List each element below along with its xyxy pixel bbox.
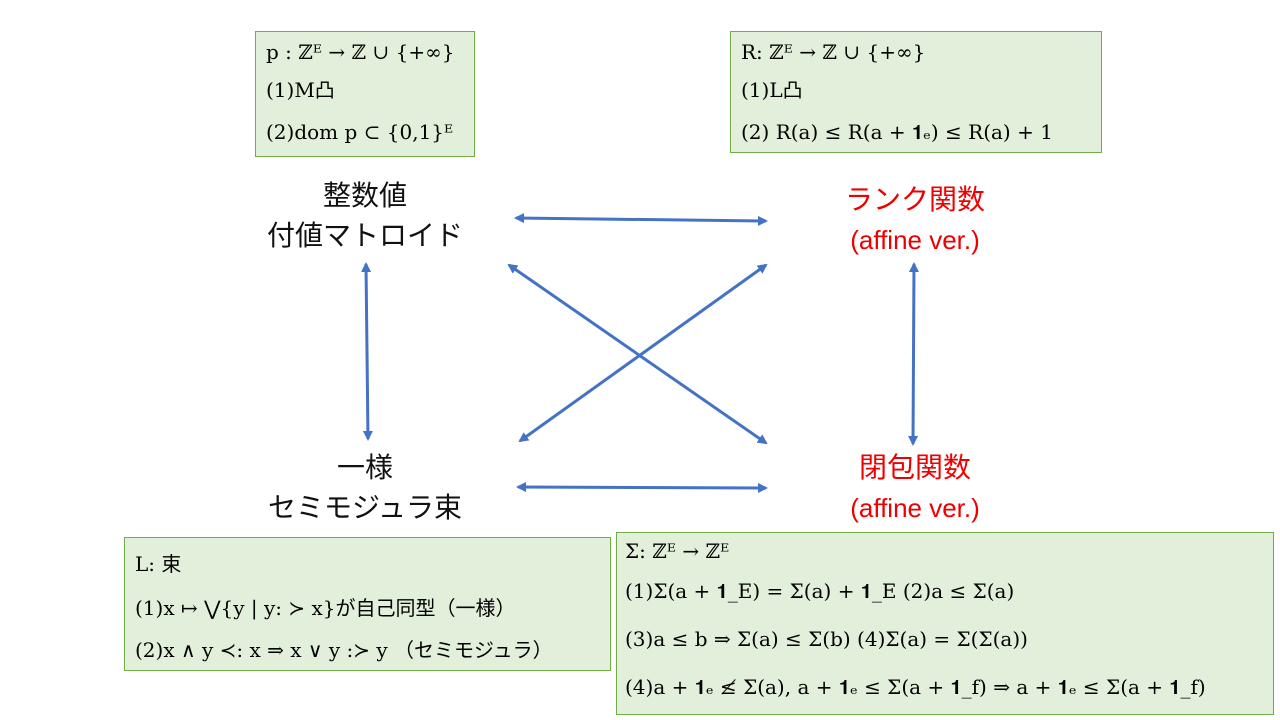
node-label-line2: 付値マトロイド — [266, 219, 463, 252]
box-line: (2) R(a) ≤ R(a + 𝟏ₑ) ≤ R(a) + 1 — [741, 120, 1053, 144]
box-line: (1)L凸 — [741, 78, 803, 102]
node-label-line1: ランク関数 — [844, 183, 985, 216]
box-line: (1)M凸 — [266, 78, 335, 102]
arrow-lattice-closure — [516, 482, 768, 493]
box-line: (3)a ≤ b ⇒ Σ(a) ≤ Σ(b) (4)Σ(a) = Σ(Σ(a)) — [625, 627, 1028, 651]
box-line: (2)dom p ⊂ {0,1}ᴱ — [266, 120, 454, 144]
node-label-line1: 閉包関数 — [858, 451, 971, 484]
box-line: (2)x ∧ y ≺: x ⇒ x ∨ y :≻ y （セミモジュラ） — [135, 638, 553, 662]
node-closure-function: 閉包関数 (affine ver.) — [770, 448, 1060, 528]
arrow-matroid-lattice — [361, 262, 373, 441]
box-line: L: 束 — [135, 552, 182, 576]
node-semimodular-lattice: 一様 セミモジュラ束 — [215, 448, 515, 528]
node-valuated-matroid: 整数値 付値マトロイド — [215, 176, 515, 256]
box-line: (1)Σ(a + 𝟏_E) = Σ(a) + 𝟏_E (2)a ≤ Σ(a) — [625, 579, 1015, 603]
arrow-lattice-rank — [518, 263, 768, 443]
box-line: R: ℤᴱ → ℤ ∪ {+∞} — [741, 40, 926, 64]
arrow-rank-closure — [908, 262, 919, 446]
box-line: (1)x ↦ ⋁{y | y: ≻ x}が自己同型（一様） — [135, 596, 516, 620]
node-label-line2: (affine ver.) — [850, 225, 980, 255]
box-line: Σ: ℤᴱ → ℤᴱ — [625, 539, 730, 563]
box-semimodular-lattice-definition: L: 束 (1)x ↦ ⋁{y | y: ≻ x}が自己同型（一様） (2)x … — [124, 537, 611, 671]
node-label-line1: 一様 — [336, 451, 393, 484]
node-rank-function: ランク関数 (affine ver.) — [770, 180, 1060, 260]
node-label-line2: セミモジュラ束 — [267, 491, 463, 524]
box-line: p : ℤᴱ → ℤ ∪ {+∞} — [266, 40, 455, 64]
box-line: (4)a + 𝟏ₑ ≰ Σ(a), a + 𝟏ₑ ≤ Σ(a + 𝟏_f) ⇒ … — [625, 675, 1206, 699]
box-closure-function-definition: Σ: ℤᴱ → ℤᴱ (1)Σ(a + 𝟏_E) = Σ(a) + 𝟏_E (2… — [616, 532, 1274, 715]
arrow-matroid-rank — [514, 213, 768, 226]
box-valuated-matroid-definition: p : ℤᴱ → ℤ ∪ {+∞} (1)M凸 (2)dom p ⊂ {0,1}… — [255, 31, 475, 157]
box-rank-function-definition: R: ℤᴱ → ℤ ∪ {+∞} (1)L凸 (2) R(a) ≤ R(a + … — [730, 31, 1102, 153]
node-label-line1: 整数値 — [322, 179, 407, 212]
node-label-line2: (affine ver.) — [850, 493, 980, 523]
